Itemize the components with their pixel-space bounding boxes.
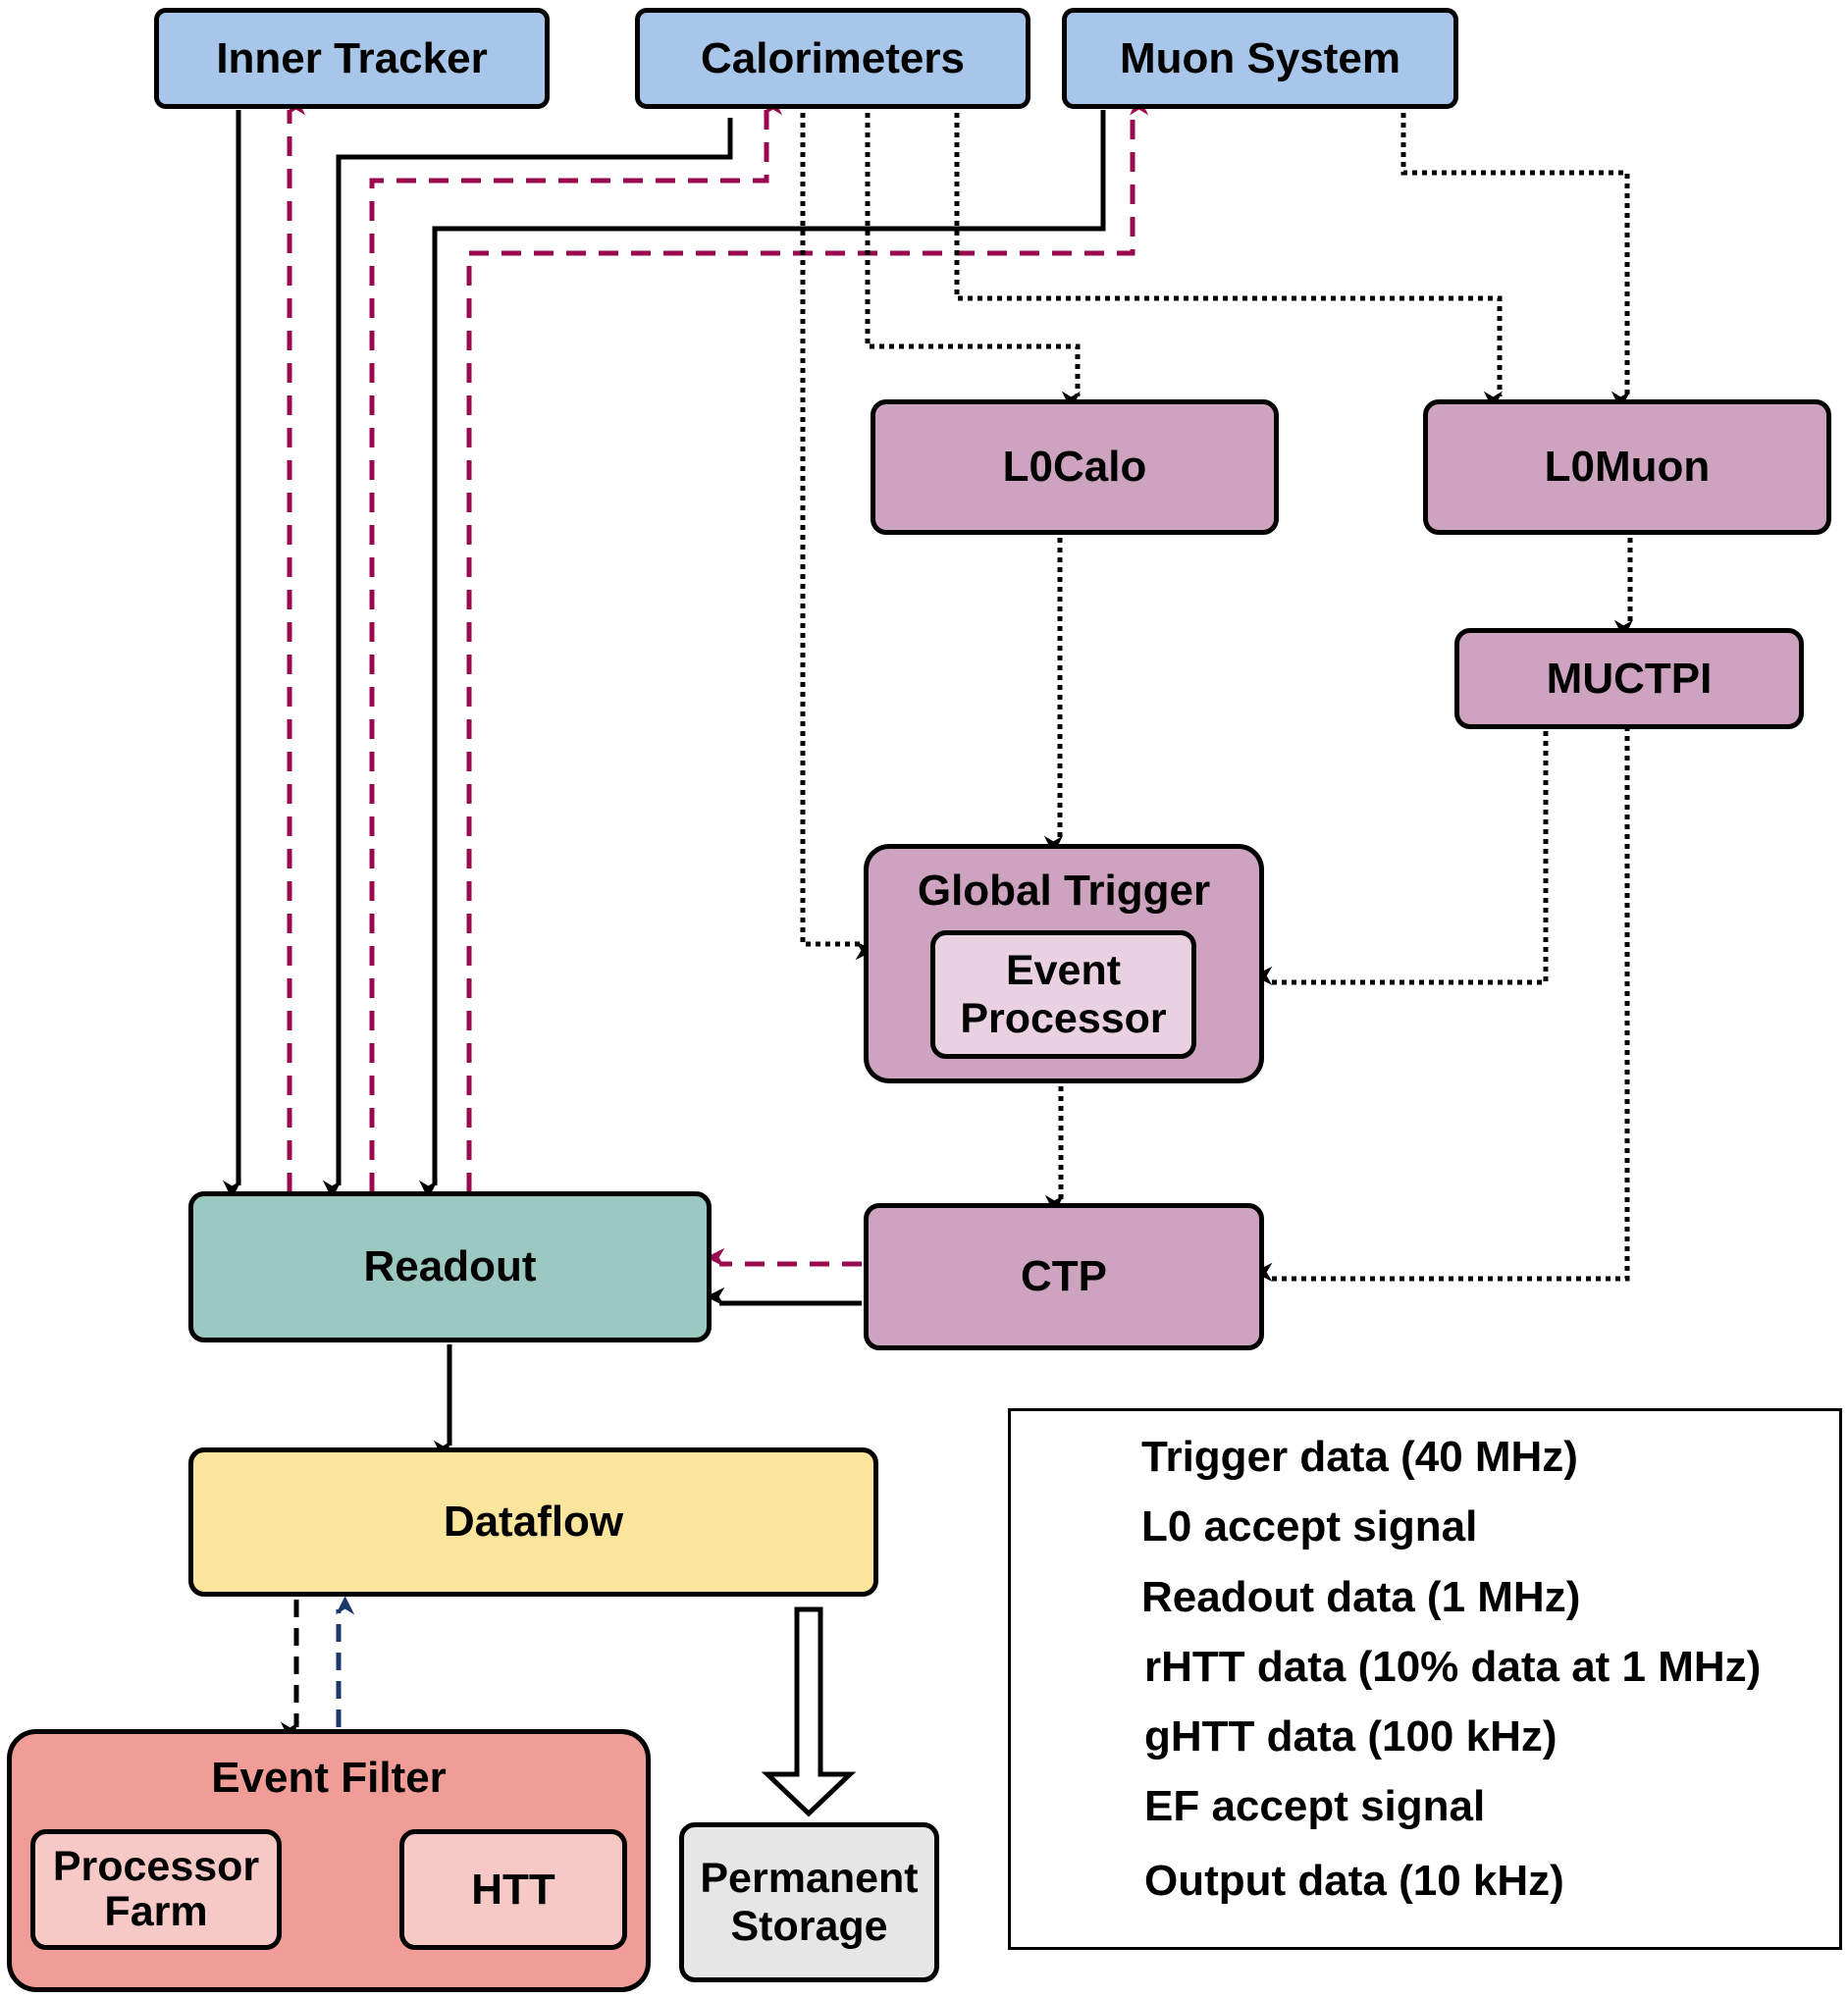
muctpi-box: MUCTPI — [1454, 628, 1804, 729]
global-trigger-label: Global Trigger — [917, 867, 1211, 915]
htt-box: HTT — [399, 1829, 627, 1950]
readout-box: Readout — [188, 1191, 712, 1342]
l0muon-label: L0Muon — [1544, 443, 1711, 492]
output-data-arrow — [761, 1606, 857, 1817]
muctpi-label: MUCTPI — [1546, 654, 1713, 703]
inner-tracker-box: Inner Tracker — [154, 8, 550, 109]
legend-ef-accept-label: EF accept signal — [1144, 1782, 1486, 1830]
calorimeters-label: Calorimeters — [700, 33, 965, 82]
muctpi-ctp-line — [1253, 726, 1630, 1282]
muon-readout-line — [418, 110, 1106, 1199]
muon-system-box: Muon System — [1062, 8, 1458, 109]
calorimeters-readout-line — [322, 118, 733, 1199]
readout-label: Readout — [363, 1242, 537, 1291]
muctpi-global-trigger-line — [1253, 731, 1549, 985]
legend-output-data-label: Output data (10 kHz) — [1144, 1857, 1564, 1905]
processor-farm-label: Processor Farm — [52, 1843, 260, 1935]
ctp-label: CTP — [1021, 1252, 1107, 1301]
processor-farm-box: Processor Farm — [30, 1829, 282, 1950]
legend-ghtt-data-label: gHTT data (100 kHz) — [1144, 1712, 1558, 1761]
legend-l0-accept-label: L0 accept signal — [1141, 1502, 1478, 1551]
muon-system-label: Muon System — [1119, 33, 1401, 82]
permanent-storage-box: Permanent Storage — [679, 1822, 939, 1982]
calorimeters-box: Calorimeters — [635, 8, 1030, 109]
permanent-storage-label: Permanent Storage — [700, 1855, 919, 1950]
dataflow-label: Dataflow — [443, 1498, 624, 1547]
legend-trigger-data-label: Trigger data (40 MHz) — [1141, 1433, 1578, 1481]
calo-l0muon-line — [954, 113, 1503, 410]
legend-readout-data-label: Readout data (1 MHz) — [1141, 1573, 1581, 1621]
event-processor-box: Event Processor — [930, 930, 1196, 1059]
l0-accept-calorimeters-line — [369, 96, 783, 1192]
l0muon-box: L0Muon — [1423, 399, 1831, 535]
htt-label: HTT — [471, 1865, 555, 1914]
inner-tracker-label: Inner Tracker — [216, 33, 488, 82]
calo-l0calo-line — [865, 113, 1081, 410]
legend-box: Trigger data (40 MHz) L0 accept signal R… — [1008, 1408, 1842, 1950]
event-processor-label: Event Processor — [960, 947, 1167, 1042]
ctp-box: CTP — [864, 1203, 1264, 1350]
muon-l0muon-line — [1400, 113, 1630, 410]
l0calo-box: L0Calo — [871, 399, 1279, 535]
legend-rhtt-data-label: rHTT data (10% data at 1 MHz) — [1144, 1643, 1762, 1691]
dataflow-box: Dataflow — [188, 1447, 878, 1597]
event-filter-label: Event Filter — [211, 1754, 447, 1802]
calo-global-trigger-line — [800, 113, 874, 961]
l0calo-label: L0Calo — [1002, 443, 1147, 492]
